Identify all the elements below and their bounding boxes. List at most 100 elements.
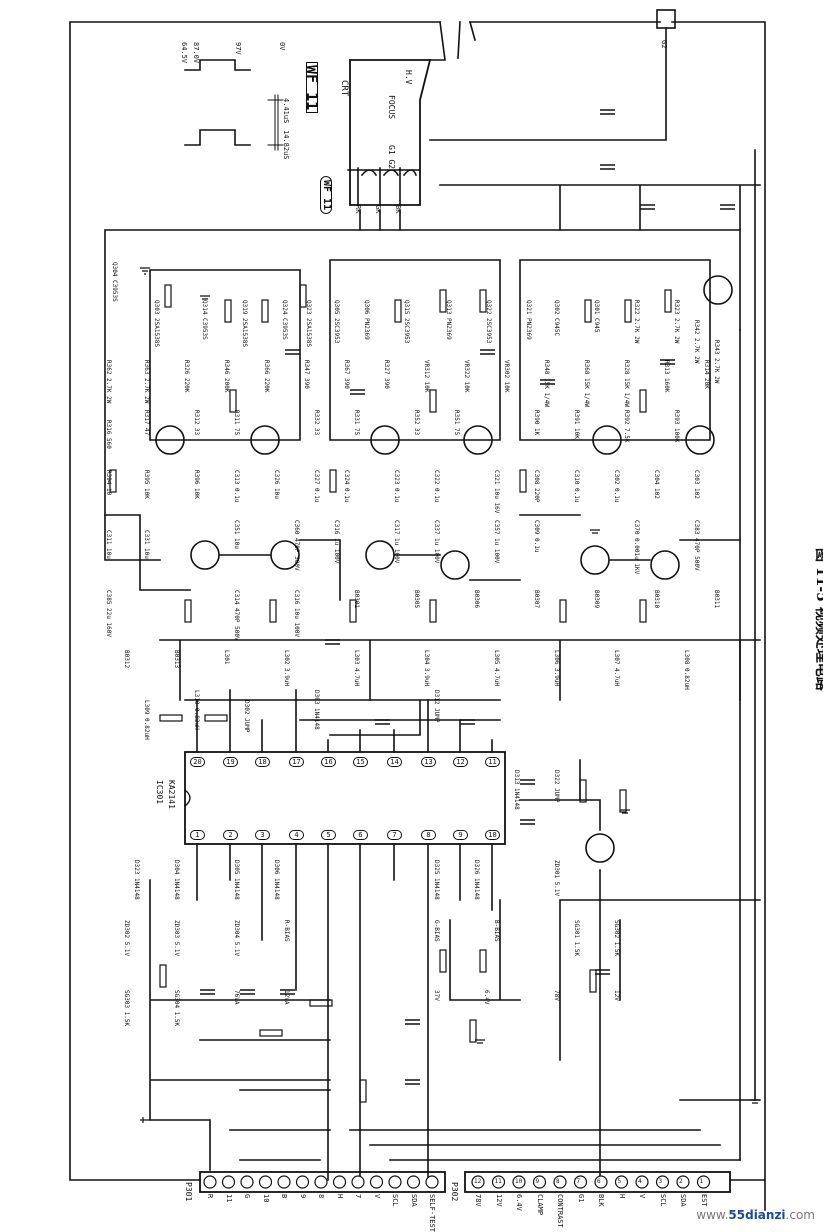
part-label: R316 560: [105, 420, 112, 449]
part-label: R317 47: [143, 410, 150, 436]
wave-level-1: 64.5V: [180, 42, 188, 64]
part-label: C331 10u: [143, 530, 150, 559]
watermark-suffix: .com: [785, 1208, 815, 1222]
crt-focus-label: FOCUS: [387, 95, 396, 120]
part-label: R311 75: [233, 410, 240, 436]
p302-pin: [614, 1175, 629, 1189]
part-label: SG302 1.5K: [613, 920, 620, 957]
part-label: R331 75: [353, 410, 360, 436]
p301-pin-label: 8: [317, 1194, 325, 1199]
p301-pin-label: SDA: [409, 1194, 418, 1207]
figure-caption: 图 11-5 视频处理电路: [813, 548, 823, 691]
p302-pin: [594, 1175, 608, 1189]
part-label: R327 390: [383, 360, 390, 389]
p301-pin: [406, 1175, 421, 1189]
p301-pin: [277, 1175, 291, 1189]
p302-pin: [512, 1175, 526, 1189]
p301-pin-label: H: [335, 1194, 344, 1199]
p302-pin-label: EST: [699, 1194, 708, 1207]
part-label: B0306: [473, 590, 480, 609]
wave-level-3: 97V: [234, 42, 242, 55]
wave-time-1: 4.41uS: [282, 98, 290, 124]
part-label: R342 2.7K 2W: [693, 320, 700, 364]
part-label: C303 102: [693, 470, 700, 499]
watermark-site: 55dianzi: [728, 1208, 786, 1222]
ic-pin-top: 14: [387, 757, 402, 767]
crt-outline: [349, 59, 432, 206]
part-label: R352 33: [413, 410, 420, 436]
ic-ref: IC301: [155, 780, 164, 805]
p302-pin: [696, 1175, 711, 1189]
p302-pin-label: 78V: [474, 1194, 482, 1207]
part-label: L305 4.7uH: [493, 650, 500, 687]
ic-pin-top: 15: [353, 757, 368, 767]
ic-pin-top: 17: [289, 757, 304, 767]
ic-pin-top: 13: [421, 757, 436, 767]
part-label: VR322 10K: [463, 360, 470, 393]
part-label: Q323 2SA1538S: [305, 300, 312, 347]
ic-pin-bottom: 4: [289, 830, 304, 840]
part-label: L310 0.82uH: [193, 690, 200, 730]
p302-pin-number: 7: [576, 1178, 581, 1185]
part-label: R391 10K: [573, 410, 580, 439]
ic-pin-top: 18: [255, 757, 270, 767]
ic-pin-top: 16: [321, 757, 336, 767]
part-label: C327 0.1u: [313, 470, 320, 503]
p302-pin-number: 8: [556, 1178, 560, 1185]
p302-pin-number: 9: [535, 1178, 540, 1185]
wave-level-4: 0V: [278, 42, 286, 51]
p302-pin-number: 4: [638, 1178, 642, 1185]
g2-label: G2: [660, 40, 668, 49]
part-label: C383 470P 500V: [693, 520, 700, 571]
p301-pin: [369, 1175, 384, 1189]
part-label: B0305: [413, 590, 420, 609]
p301-pin: [351, 1175, 365, 1189]
part-label: Q313 PN2369: [445, 300, 452, 340]
part-label: ZD302 5.1V: [123, 920, 130, 957]
p302-pin-label: SDA: [679, 1194, 687, 1207]
p301-pin-label: 7: [354, 1194, 362, 1199]
p301-pin-label: SCL: [391, 1194, 399, 1207]
p302-pin: [532, 1175, 547, 1189]
ic-pin-bottom: 6: [353, 830, 368, 840]
part-label: R392 7.5K: [623, 410, 630, 443]
part-label: L309 0.82uH: [143, 700, 150, 740]
part-label: L304 3.9uH: [423, 650, 430, 687]
p301-pin-label: SELF-TEST: [428, 1194, 436, 1232]
part-label: R-BIAS: [283, 920, 290, 942]
part-label: C308 220P: [533, 470, 540, 503]
p301-pin: [332, 1175, 347, 1189]
ic-pin-bottom: 9: [453, 830, 468, 840]
part-label: D303 1N4148: [313, 690, 320, 730]
part-label: R351 75: [453, 410, 460, 436]
part-label: R390 1K: [533, 410, 540, 436]
p301-pin-label: 9: [298, 1194, 307, 1199]
ic-pin-bottom: 10: [485, 830, 500, 840]
part-label: Q303 2SA1538S: [153, 300, 160, 347]
part-label: G-BIAS: [433, 920, 440, 942]
p302-pin-number: 1: [699, 1178, 704, 1185]
part-label: D326 1N4148: [473, 860, 480, 900]
part-label: C313 0.1u: [233, 470, 240, 503]
part-label: SG304 1.5K: [173, 990, 180, 1027]
part-label: Q302 C945C: [553, 300, 560, 337]
part-label: D306 1N4148: [273, 860, 280, 900]
waveform-bottom: [184, 129, 251, 146]
ic-pin-top: 19: [223, 757, 238, 767]
part-label: R366 220K: [263, 360, 270, 393]
part-label: C322 0.1u: [433, 470, 440, 503]
part-label: D304 1N4148: [173, 860, 180, 900]
p302-pin: [573, 1175, 588, 1189]
part-label: R314 20K: [703, 360, 710, 389]
ic-pin-top: 20: [190, 757, 205, 767]
part-label: C323 0.1u: [393, 470, 400, 503]
p302-pin-number: 2: [679, 1178, 683, 1185]
part-label: R393 100K: [673, 410, 680, 443]
part-label: C385 22u 160V: [105, 590, 112, 637]
part-label: C316 10u 100V: [293, 590, 300, 637]
part-label: L306 3.9uH: [553, 650, 560, 687]
part-label: SG303 1.5K: [123, 990, 130, 1027]
part-label: Q321 PN2369: [525, 300, 532, 340]
part-label: 12VA: [283, 990, 290, 1005]
